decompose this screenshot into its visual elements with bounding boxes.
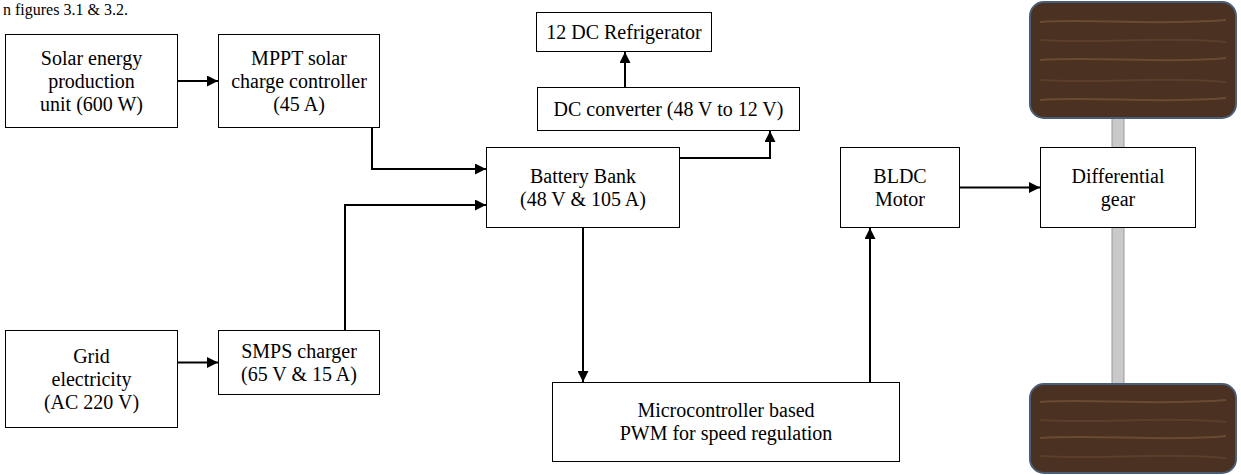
process-box: MPPT solar charge controller (45 A) [218, 34, 380, 128]
box-text: 12 DC Refrigerator [546, 21, 702, 44]
process-box: SMPS charger (65 V & 15 A) [218, 330, 380, 395]
caption-fragment: n figures 3.1 & 3.2. [3, 1, 128, 19]
flow-arrow [178, 80, 218, 82]
flow-arrow [869, 228, 871, 382]
box-text: Solar energy production unit (600 W) [33, 47, 151, 116]
flow-arrow [960, 187, 1040, 189]
bottom-wheel [1030, 384, 1236, 473]
box-text: Grid electricity (AC 220 V) [42, 345, 142, 414]
box-text: BLDC Motor [865, 165, 935, 211]
process-box: Grid electricity (AC 220 V) [5, 330, 178, 428]
flow-arrow [345, 205, 486, 330]
flow-arrow [624, 52, 626, 87]
box-text: Differential gear [1068, 165, 1168, 211]
process-box: Battery Bank (48 V & 105 A) [486, 147, 680, 228]
top-wheel [1030, 2, 1236, 118]
box-text: SMPS charger (65 V & 15 A) [237, 340, 362, 386]
process-box: BLDC Motor [840, 147, 960, 228]
flow-arrow [680, 131, 770, 158]
process-box: Microcontroller based PWM for speed regu… [552, 382, 900, 462]
process-box: 12 DC Refrigerator [536, 12, 712, 52]
process-box: DC converter (48 V to 12 V) [537, 87, 800, 131]
process-box: Differential gear [1040, 147, 1196, 228]
flow-arrow [582, 228, 584, 382]
box-text: Battery Bank (48 V & 105 A) [517, 165, 649, 211]
flow-arrow [178, 362, 218, 364]
flow-arrow [372, 128, 486, 169]
process-box: Solar energy production unit (600 W) [5, 34, 178, 128]
box-text: Microcontroller based PWM for speed regu… [614, 399, 839, 445]
box-text: MPPT solar charge controller (45 A) [227, 47, 372, 116]
box-text: DC converter (48 V to 12 V) [554, 98, 784, 121]
